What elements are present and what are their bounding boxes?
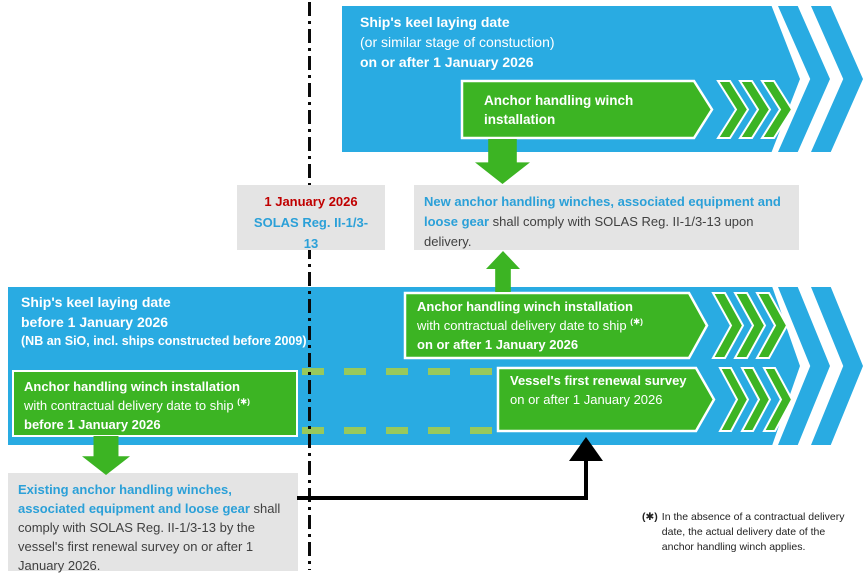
marker-regulation: SOLAS Reg. II-1/3- (253, 215, 369, 230)
note-highlight: Existing anchor handling winches, associ… (18, 482, 250, 516)
winch-installation-arrow-box (460, 79, 794, 140)
new-winch-note-box: New anchor handling winches, associated … (414, 185, 799, 250)
band-title-line: (or similar stage of constuction) (360, 34, 555, 50)
chevron-icon (718, 367, 750, 432)
winch-before-label: Anchor handling winch installation with … (24, 377, 292, 434)
dashed-continuation-line (302, 368, 500, 375)
box-line: Anchor handling winch installation (24, 379, 240, 394)
footnote-marker: (✱) (642, 511, 658, 523)
note-highlight: New anchor handling winches, associated … (424, 194, 781, 229)
box-line: on or after 1 January 2026 (417, 337, 579, 352)
timeline-divider-line (308, 2, 311, 570)
winch-installation-label: Anchor handling winch installation (484, 93, 634, 127)
dashed-continuation-line (302, 427, 500, 434)
box-line: before 1 January 2026 (24, 417, 161, 432)
chevron-icon (733, 292, 767, 359)
footnote: (✱) In the absence of a contractual deli… (642, 510, 860, 555)
existing-winch-note-box: Existing anchor handling winches, associ… (8, 473, 298, 573)
box-line: on or after 1 January 2026 (510, 392, 663, 407)
band-title-line: Ship's keel laying date (360, 14, 510, 30)
box-line: with contractual delivery date to ship (… (24, 396, 292, 415)
connector-line-horizontal (297, 496, 588, 500)
band-title-line: Ship's keel laying date (21, 294, 171, 310)
chevron-icon (716, 80, 750, 139)
winch-after-arrow-box (403, 291, 789, 360)
box-line: Anchor handling winch installation (417, 299, 633, 314)
winch-after-label: Anchor handling winch installation with … (417, 297, 689, 354)
chevron-icon (738, 80, 772, 139)
chevron-icon (740, 367, 772, 432)
connector-line-vertical (584, 459, 588, 500)
note-text: shall comply with SOLAS Reg. II-1/3-13 b… (18, 501, 281, 573)
chevron-icon (711, 292, 745, 359)
box-line-text: with contractual delivery date to ship (24, 398, 234, 413)
box-line-text: with contractual delivery date to ship (417, 318, 627, 333)
renewal-survey-label: Vessel's first renewal survey on or afte… (510, 371, 688, 409)
band-title-line: before 1 January 2026 (21, 314, 169, 330)
footnote-marker: (✱) (237, 396, 250, 407)
marker-regulation: 13 (303, 236, 319, 251)
winch-before-box (12, 370, 298, 437)
chevron-icon (762, 367, 792, 432)
note-text: shall comply with SOLAS Reg. II-1/3-13 u… (424, 214, 754, 249)
new-ships-band-title: Ship's keel laying date (or similar stag… (360, 12, 700, 72)
box-line: Vessel's first renewal survey (510, 373, 687, 388)
date-regulation-marker-box: 1 January 2026 SOLAS Reg. II-1/3- 13 (237, 185, 385, 251)
band-title-line: on or after 1 January 2026 (360, 54, 534, 70)
existing-ships-band-title: Ship's keel laying date before 1 January… (21, 292, 381, 350)
renewal-survey-arrow-box (496, 366, 792, 433)
footnote-marker: (✱) (630, 316, 643, 327)
chevron-icon (760, 80, 794, 139)
box-line: with contractual delivery date to ship (… (417, 316, 689, 335)
chevron-icon (755, 292, 789, 359)
marker-date: 1 January 2026 (264, 194, 358, 209)
footnote-text: In the absence of a contractual delivery… (661, 511, 845, 553)
up-arrow-icon (486, 251, 520, 292)
band-title-line: (NB an SiO, incl. ships constructed befo… (21, 334, 307, 348)
